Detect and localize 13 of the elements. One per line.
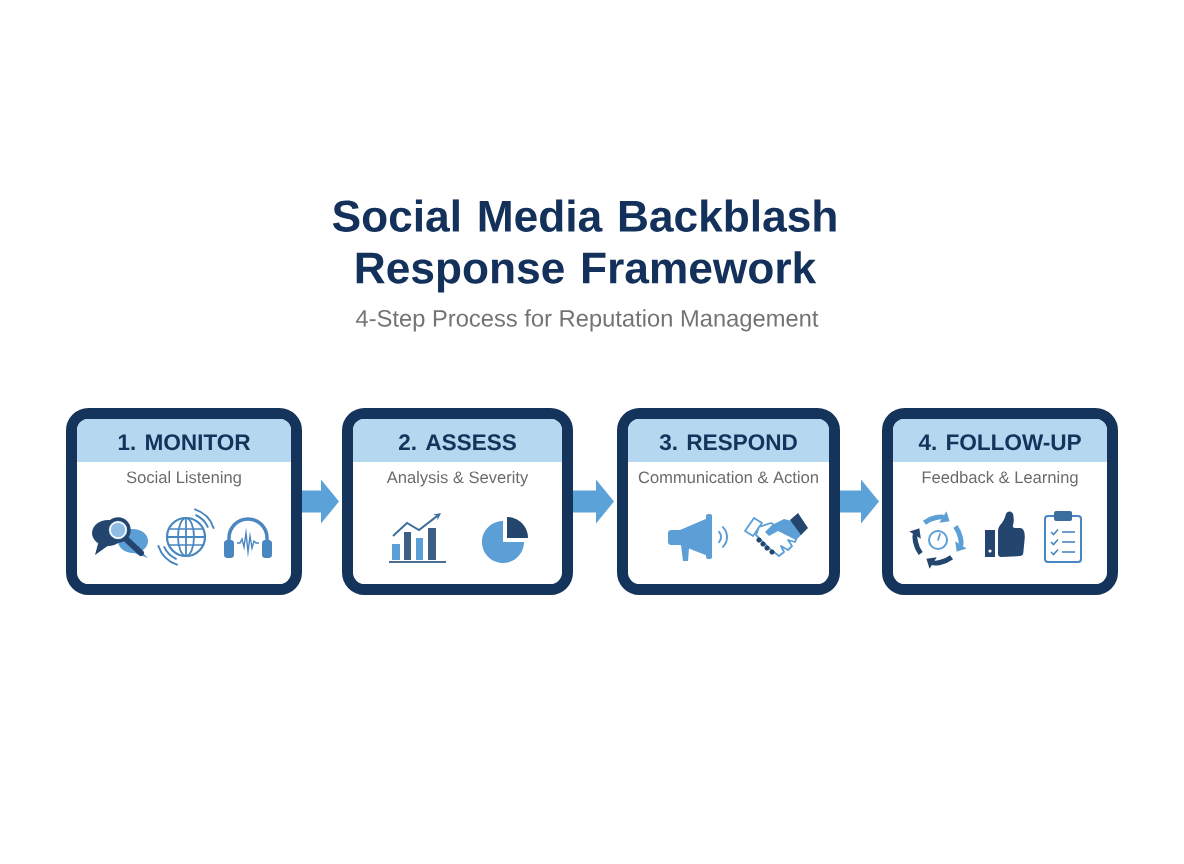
card-header: 3. RESPOND xyxy=(628,419,829,462)
arrow xyxy=(573,479,614,524)
card-subtitle: Feedback & Learning xyxy=(922,471,1078,487)
arrow xyxy=(840,479,879,524)
card-subtitle: Analysis & Severity xyxy=(386,471,529,487)
arrow xyxy=(302,479,339,524)
card-header: 2. ASSESS xyxy=(353,419,562,462)
subtitle: 4-Step Process for Reputation Management xyxy=(356,309,819,332)
card-subtitle: Communication & Action xyxy=(638,471,818,484)
card-header: 4. FOLLOW-UP xyxy=(893,419,1107,462)
card-subtitle: Social Listening xyxy=(126,471,241,487)
card-header: 1. MONITOR xyxy=(77,419,291,462)
title: Social Media Backblash Response Framework xyxy=(332,199,836,293)
